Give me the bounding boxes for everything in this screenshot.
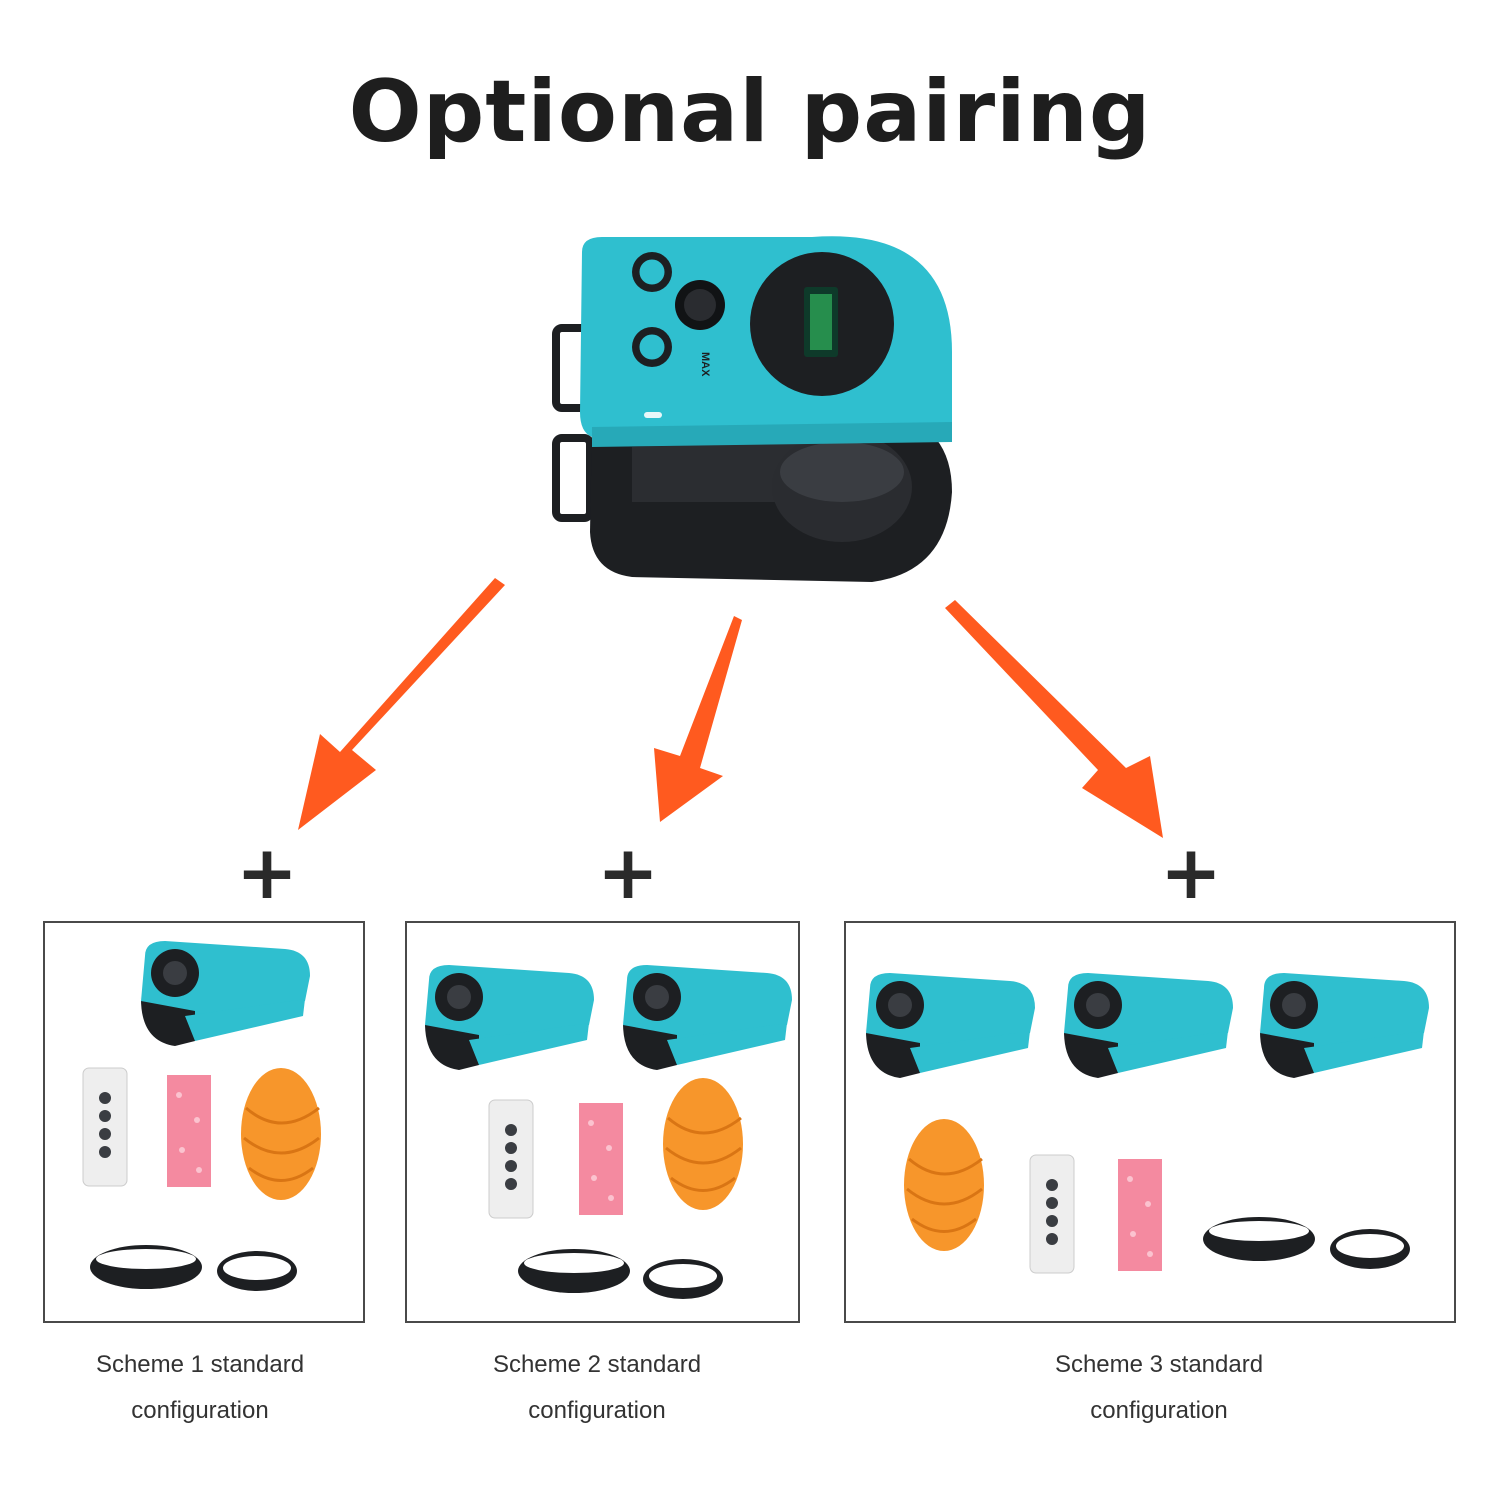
winder-icon	[622, 965, 792, 1070]
plus-icon-3: +	[1160, 830, 1223, 916]
belt-small-icon	[643, 1259, 723, 1299]
scheme-1-caption: Scheme 1 standard configuration	[40, 1342, 360, 1434]
winder-icon	[865, 973, 1035, 1078]
arrow-to-scheme-3-icon	[945, 600, 1163, 838]
arrow-to-scheme-1-icon	[298, 578, 505, 830]
belt-large-icon	[518, 1249, 630, 1293]
scheme-3-box	[844, 921, 1456, 1323]
yarn-winder-main-unit-icon: MAX	[552, 236, 952, 582]
yarn-ball-icon	[663, 1078, 743, 1210]
winder-icon	[140, 941, 310, 1046]
scheme-2-caption: Scheme 2 standard configuration	[432, 1342, 762, 1434]
winder-icon	[1063, 973, 1233, 1078]
belt-large-icon	[1203, 1217, 1315, 1261]
scheme-3-caption-line-2: configuration	[1090, 1397, 1228, 1424]
scheme-3-caption-line-1: Scheme 3 standard	[1054, 1351, 1264, 1378]
belt-large-icon	[90, 1245, 202, 1289]
plus-icon-1: +	[236, 830, 299, 916]
scheme-1-box	[43, 921, 365, 1323]
arrow-to-scheme-2-icon	[654, 616, 742, 822]
remote-control-icon	[1029, 1154, 1075, 1274]
scheme-3-caption: Scheme 3 standard configuration	[994, 1342, 1324, 1434]
remote-control-icon	[82, 1067, 128, 1187]
remote-control-icon	[488, 1099, 534, 1219]
yarn-ball-icon	[904, 1119, 984, 1251]
scheme-2-caption-line-2: configuration	[528, 1397, 666, 1424]
arrows-group	[298, 578, 1163, 838]
belt-small-icon	[1330, 1229, 1410, 1269]
winder-icon	[424, 965, 594, 1070]
scheme-1-caption-line-2: configuration	[131, 1397, 269, 1424]
winder-icon	[1259, 973, 1429, 1078]
scheme-2-caption-line-1: Scheme 2 standard	[492, 1351, 702, 1378]
sponge-icon	[1118, 1159, 1162, 1271]
scheme-2-box	[405, 921, 800, 1323]
plus-icon-2: +	[597, 830, 660, 916]
yarn-ball-icon	[241, 1068, 321, 1200]
scheme-1-caption-line-1: Scheme 1 standard	[95, 1351, 305, 1378]
knob-label: MAX	[699, 352, 711, 377]
page-title: Optional pairing	[348, 62, 1152, 162]
belt-small-icon	[217, 1251, 297, 1291]
sponge-icon	[167, 1075, 211, 1187]
sponge-icon	[579, 1103, 623, 1215]
